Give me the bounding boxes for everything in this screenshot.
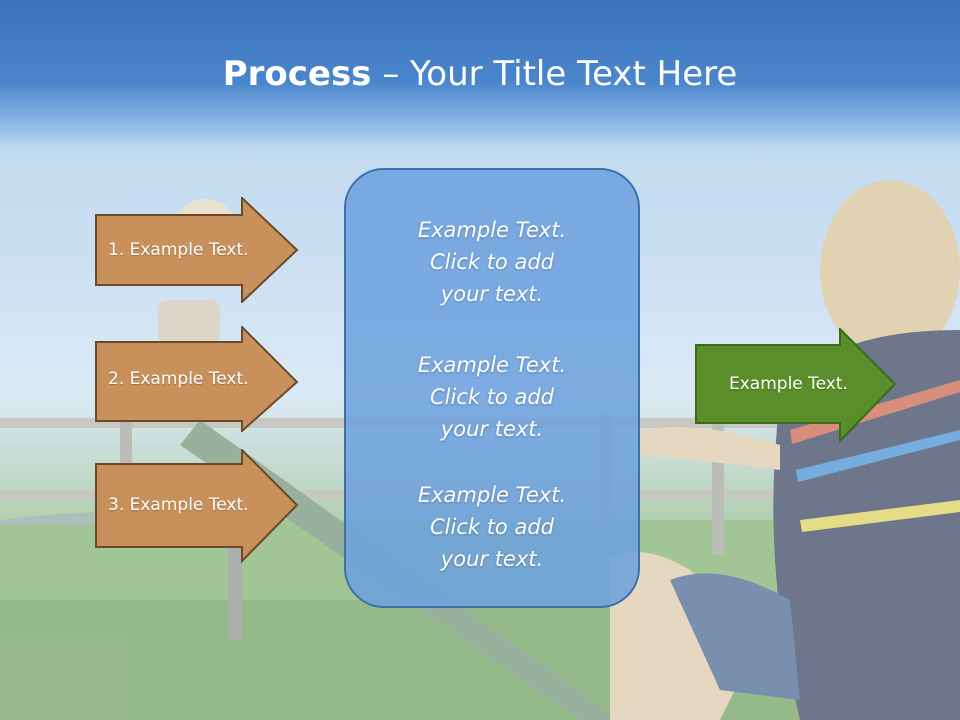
center-text-box[interactable]: Example Text. Click to add your text. Ex… <box>344 168 640 608</box>
center-line: Click to add <box>429 250 554 274</box>
center-line: Example Text. <box>417 353 567 377</box>
center-line: Click to add <box>429 515 554 539</box>
center-line: your text. <box>440 417 544 441</box>
title-band <box>0 0 960 150</box>
step-label: 3. Example Text. <box>108 495 249 515</box>
step-arrow-shape <box>95 326 299 432</box>
title-rest: – Your Title Text Here <box>371 54 738 94</box>
result-arrow[interactable]: Example Text. <box>695 328 900 444</box>
center-paragraph-2: Example Text. Click to add your text. <box>346 349 638 445</box>
step-arrow-1[interactable]: 1. Example Text. <box>95 197 300 303</box>
slide-title[interactable]: Process – Your Title Text Here <box>0 52 960 96</box>
step-label: 2. Example Text. <box>108 369 249 389</box>
step-arrow-3[interactable]: 3. Example Text. <box>95 449 300 565</box>
center-line: Example Text. <box>417 483 567 507</box>
step-arrow-shape <box>95 197 299 303</box>
result-label: Example Text. <box>729 374 848 394</box>
result-arrow-shape <box>695 328 897 444</box>
center-line: Click to add <box>429 385 554 409</box>
title-bold: Process <box>222 54 372 94</box>
step-label: 1. Example Text. <box>108 240 249 260</box>
center-line: Example Text. <box>417 218 567 242</box>
center-line: your text. <box>440 547 544 571</box>
center-paragraph-3: Example Text. Click to add your text. <box>346 479 638 575</box>
step-arrow-shape <box>95 449 299 564</box>
center-line: your text. <box>440 282 544 306</box>
center-paragraph-1: Example Text. Click to add your text. <box>346 214 638 310</box>
step-arrow-2[interactable]: 2. Example Text. <box>95 326 300 432</box>
